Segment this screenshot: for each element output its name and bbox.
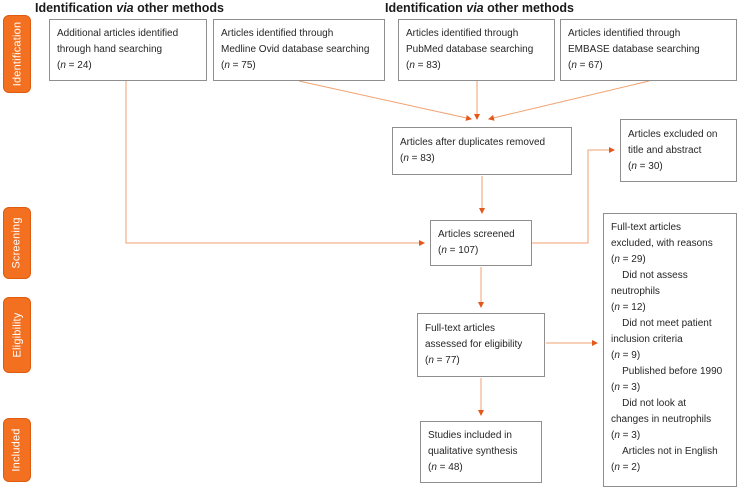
stage-tab-included: Included xyxy=(3,418,31,482)
stage-tab-screening: Screening xyxy=(3,207,31,279)
stage-tab-screening-label: Screening xyxy=(11,217,23,269)
column-header-left: Identification via other methods xyxy=(35,1,224,15)
flow-box-duplicates-removed: Articles after duplicates removed(n = 83… xyxy=(392,127,572,175)
stage-tab-identification-label: Identification xyxy=(11,21,23,87)
flow-box-screened: Articles screened(n = 107) xyxy=(430,220,532,266)
column-header-right: Identification via other methods xyxy=(385,1,574,15)
stage-tab-included-label: Included xyxy=(11,428,24,472)
stage-tab-identification: Identification xyxy=(3,15,31,93)
stage-tab-eligibility: Eligibility xyxy=(3,297,31,373)
arrow-embase-to-duplicates xyxy=(488,80,650,121)
stage-tab-eligibility-label: Eligibility xyxy=(11,312,23,358)
arrow-medline-to-duplicates xyxy=(298,80,472,121)
arrow-handsearch-to-screened xyxy=(125,81,425,246)
